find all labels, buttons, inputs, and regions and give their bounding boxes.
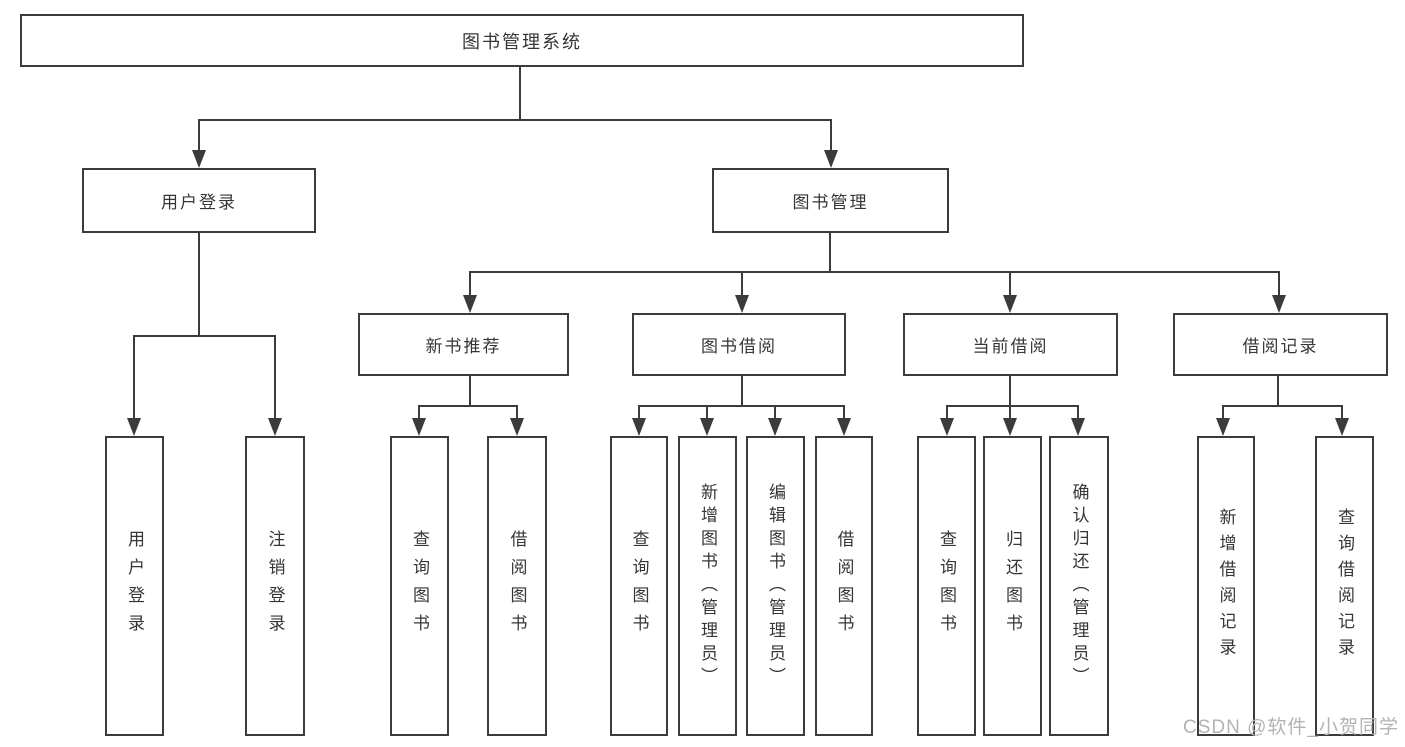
node-library-management-system: 图书管理系统 (20, 14, 1024, 67)
csdn-watermark: CSDN @软件_小贺同学 (1183, 717, 1399, 738)
leaf-query-books-current: 查询图书 (917, 436, 976, 736)
leaf-query-books-recommend: 查询图书 (390, 436, 449, 736)
leaf-query-borrow-record: 查询借阅记录 (1315, 436, 1374, 736)
leaf-borrow-books: 借阅图书 (815, 436, 873, 736)
leaf-add-borrow-record: 新增借阅记录 (1197, 436, 1255, 736)
leaf-add-books-admin: 新增图书（管理员） (678, 436, 737, 736)
leaf-confirm-return-admin: 确认归还（管理员） (1049, 436, 1109, 736)
node-current-borrowing: 当前借阅 (903, 313, 1118, 376)
node-borrowing-records: 借阅记录 (1173, 313, 1388, 376)
node-user-login: 用户登录 (82, 168, 316, 233)
node-new-book-recommendation: 新书推荐 (358, 313, 569, 376)
node-book-management: 图书管理 (712, 168, 949, 233)
leaf-return-books: 归还图书 (983, 436, 1042, 736)
leaf-query-books-borrow: 查询图书 (610, 436, 668, 736)
node-book-borrowing: 图书借阅 (632, 313, 846, 376)
leaf-user-login: 用户登录 (105, 436, 164, 736)
leaf-logout: 注销登录 (245, 436, 305, 736)
leaf-edit-books-admin: 编辑图书（管理员） (746, 436, 805, 736)
leaf-borrow-books-recommend: 借阅图书 (487, 436, 547, 736)
